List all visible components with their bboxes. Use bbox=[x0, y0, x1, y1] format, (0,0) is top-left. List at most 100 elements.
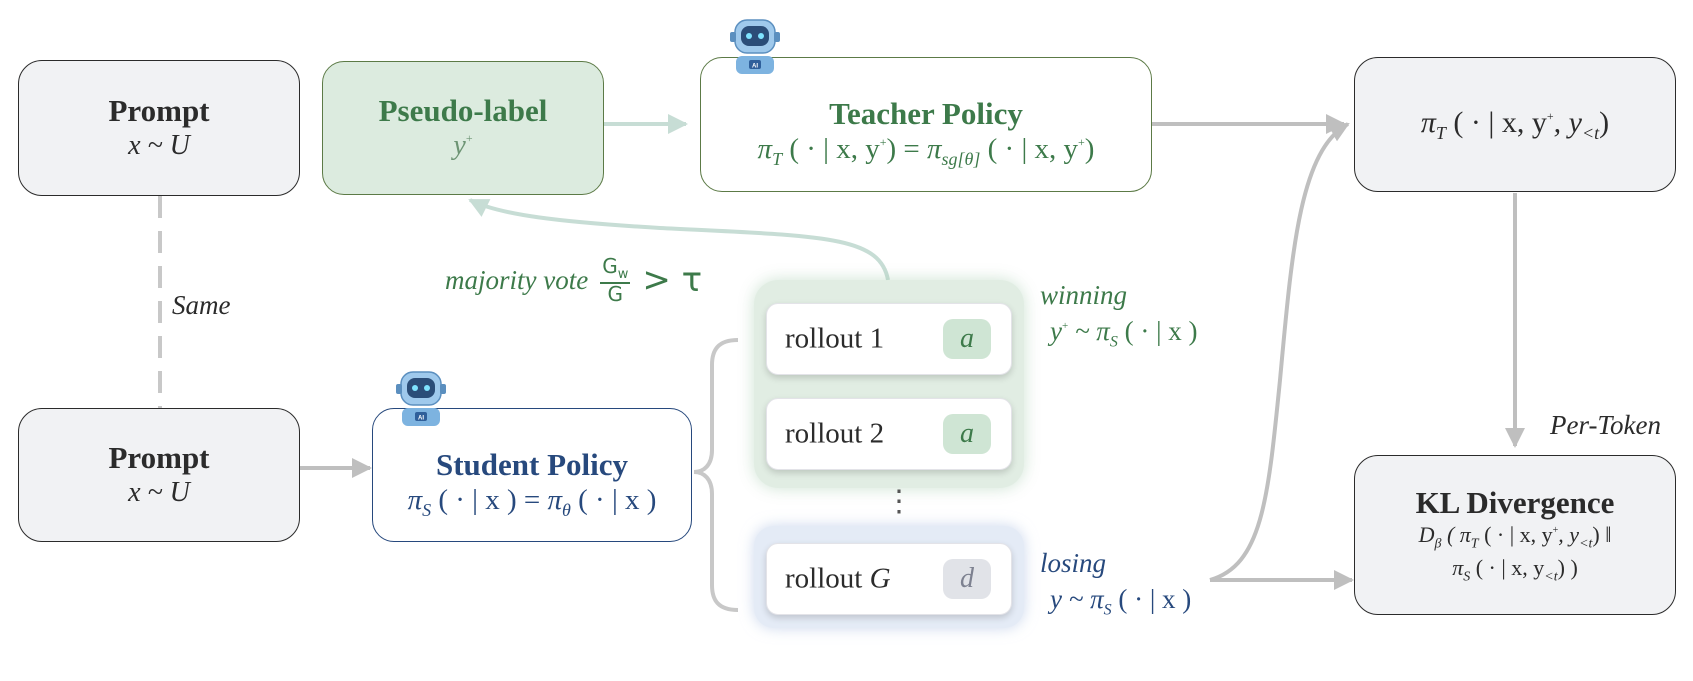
majority-vote-label: majority vote Gw G > τ bbox=[445, 256, 702, 305]
student-rhs-sub: θ bbox=[562, 499, 571, 520]
losing-label: losing bbox=[1040, 548, 1107, 578]
kl-s-sub: S bbox=[1463, 569, 1471, 585]
teacher-lhs-pi: π bbox=[757, 133, 773, 166]
majority-vote-arrow bbox=[468, 198, 890, 281]
rollout-2-answer: a bbox=[943, 414, 991, 454]
winning-sup: + bbox=[1061, 320, 1069, 332]
majority-vote-text: majority vote bbox=[445, 264, 589, 295]
prompt-top-formula: x ~ U bbox=[128, 130, 190, 162]
teacher-lhs-args: ( · | x, y bbox=[789, 133, 880, 166]
winning-sub: S bbox=[1109, 333, 1118, 351]
fraction-num-sub: w bbox=[617, 267, 629, 282]
teacher-output-box: πT ( · | x, y+, y<t) bbox=[1354, 57, 1676, 192]
output-pi: π bbox=[1420, 105, 1436, 139]
kl-line-2: πS ( · | x, y<t) ) bbox=[1452, 555, 1578, 585]
kl-beta: β bbox=[1434, 536, 1442, 552]
svg-text:AI: AI bbox=[418, 416, 424, 422]
pseudo-label-box: Pseudo-label y+ bbox=[322, 61, 604, 195]
per-token-label: Per-Token bbox=[1550, 410, 1661, 440]
kl-tail-sub: <t bbox=[1579, 536, 1593, 552]
teacher-policy-box: Teacher Policy πT ( · | x, y+) = πsg[θ] … bbox=[700, 57, 1152, 192]
losing-to-output-curve bbox=[1209, 122, 1350, 582]
rollouts-brace bbox=[693, 338, 739, 612]
pseudo-label-title: Pseudo-label bbox=[378, 93, 548, 129]
student-lhs-pi: π bbox=[407, 483, 423, 516]
teacher-rhs-pi: π bbox=[927, 133, 942, 166]
rollout-ellipsis: ⋮ bbox=[884, 485, 914, 518]
teacher-rhs-sup: + bbox=[1078, 135, 1085, 150]
student-policy-box: Student Policy πS ( · | x ) = πθ ( · | x… bbox=[372, 408, 692, 542]
kl-title: KL Divergence bbox=[1415, 484, 1615, 520]
prompt-bottom-title: Prompt bbox=[108, 440, 210, 476]
kl-args: ( · | x, y bbox=[1478, 522, 1553, 548]
kl-divergence-box: KL Divergence Dβ ( πT ( · | x, y+, y<t) … bbox=[1354, 455, 1676, 615]
kl-d: D bbox=[1418, 522, 1435, 548]
pseudo-label-y: y bbox=[453, 130, 466, 162]
kl-sup: + bbox=[1552, 525, 1559, 537]
rollout-g-answer: d bbox=[943, 559, 991, 599]
kl-close-1: ) ‖ bbox=[1592, 522, 1612, 548]
teacher-policy-formula: πT ( · | x, y+) = πsg[θ] ( · | x, y+) bbox=[758, 132, 1095, 170]
kl-sub-2: <t bbox=[1544, 569, 1558, 585]
kl-tail: , y bbox=[1558, 522, 1580, 548]
student-policy-title: Student Policy bbox=[435, 446, 629, 482]
rollout-g: rollout G d bbox=[766, 543, 1012, 615]
teacher-output-formula: πT ( · | x, y+, y<t) bbox=[1421, 105, 1609, 145]
losing-sub: S bbox=[1103, 601, 1112, 619]
teacher-rhs-close: ) bbox=[1084, 133, 1095, 166]
robot-icon: AI bbox=[730, 19, 780, 74]
prompt-bottom-box: Prompt x ~ U bbox=[18, 408, 300, 542]
losing-post: ( · | x ) bbox=[1111, 584, 1192, 614]
winning-label: winning bbox=[1040, 280, 1128, 310]
output-close: ) bbox=[1599, 105, 1610, 139]
student-policy-formula: πS ( · | x ) = πθ ( · | x ) bbox=[408, 483, 657, 521]
rollout-1-answer: a bbox=[943, 319, 991, 359]
kl-close-2: ) ) bbox=[1557, 554, 1578, 580]
teacher-rhs-args: ( · | x, y bbox=[987, 133, 1079, 166]
output-args: ( · | x, y bbox=[1453, 105, 1547, 139]
output-sup: + bbox=[1546, 108, 1554, 123]
teacher-lhs-sub: T bbox=[772, 148, 783, 169]
svg-text:AI: AI bbox=[752, 64, 758, 70]
kl-pi-s: π bbox=[1452, 554, 1464, 580]
output-sub: T bbox=[1435, 122, 1446, 143]
losing-formula: y ~ πS ( · | x ) bbox=[1050, 584, 1191, 619]
kl-mid: ( π bbox=[1441, 522, 1471, 548]
rollout-2-label: rollout 2 bbox=[785, 417, 885, 450]
winning-mid: ~ π bbox=[1068, 316, 1110, 346]
prompt-bottom-formula: x ~ U bbox=[128, 477, 190, 509]
fraction-num-g: G bbox=[602, 254, 618, 278]
student-rhs-pi: π bbox=[547, 483, 563, 516]
rollout-g-text: rollout bbox=[785, 562, 870, 595]
majority-vote-threshold: > τ bbox=[642, 260, 703, 301]
fraction-denominator: G bbox=[607, 281, 624, 306]
rollout-g-label: rollout G bbox=[785, 563, 891, 596]
rollout-1: rollout 1 a bbox=[766, 303, 1012, 375]
rollout-g-italic: G bbox=[869, 562, 891, 595]
teacher-policy-title: Teacher Policy bbox=[829, 96, 1023, 132]
pseudo-label-formula: y+ bbox=[453, 129, 472, 163]
kl-line-1: Dβ ( πT ( · | x, y+, y<t) ‖ bbox=[1419, 522, 1612, 552]
same-label: Same bbox=[172, 290, 231, 320]
teacher-eq: ) = bbox=[886, 133, 927, 166]
kl-args-2: ( · | x, y bbox=[1470, 554, 1545, 580]
teacher-lhs-sup: + bbox=[879, 135, 887, 150]
winning-y: y bbox=[1050, 316, 1062, 346]
prompt-top-title: Prompt bbox=[108, 93, 210, 129]
kl-t-sub: T bbox=[1470, 536, 1479, 552]
output-tail: , y bbox=[1553, 105, 1582, 139]
fraction-numerator: Gw bbox=[600, 254, 631, 284]
prompt-top-box: Prompt x ~ U bbox=[18, 60, 300, 196]
winning-formula: y+ ~ πS ( · | x ) bbox=[1050, 316, 1197, 351]
output-tail-sub: <t bbox=[1582, 122, 1600, 143]
teacher-rhs-sub: sg[θ] bbox=[941, 148, 981, 169]
student-lhs-sub: S bbox=[422, 499, 432, 520]
winning-post: ( · | x ) bbox=[1117, 316, 1198, 346]
robot-icon: AI bbox=[396, 371, 446, 426]
rollout-2: rollout 2 a bbox=[766, 398, 1012, 470]
student-lhs-args: ( · | x ) = bbox=[438, 483, 548, 516]
majority-vote-fraction: Gw G bbox=[600, 254, 631, 306]
pseudo-label-sup: + bbox=[465, 131, 473, 146]
losing-pre: y ~ π bbox=[1050, 584, 1104, 614]
